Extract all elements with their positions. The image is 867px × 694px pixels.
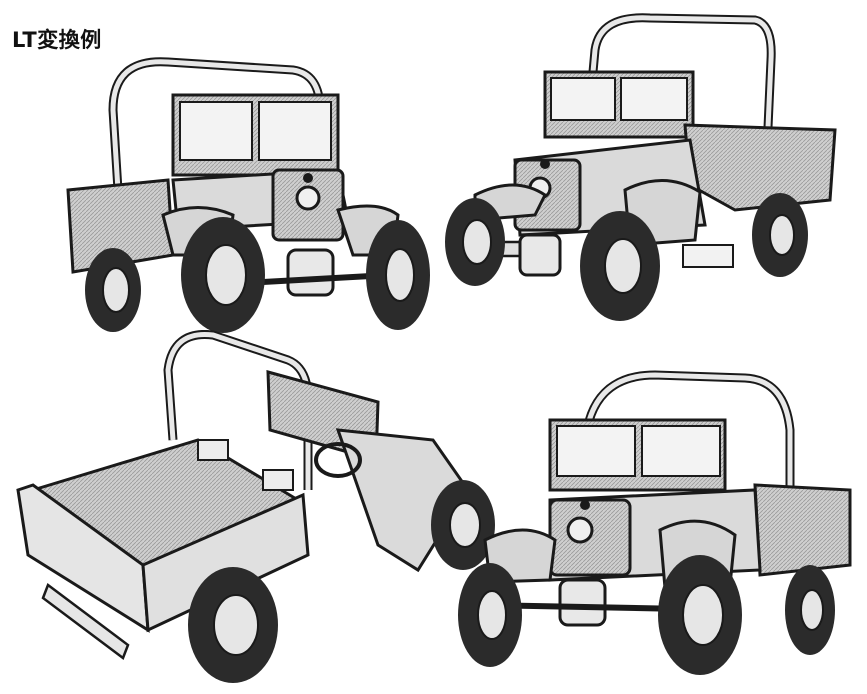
tire-front-left [181, 217, 265, 333]
cargo-bed [683, 123, 837, 212]
tire-front-left [458, 563, 522, 667]
truck-view-top-rear [8, 330, 498, 690]
tire-rear [85, 248, 141, 332]
truck-view-front-left [455, 370, 860, 690]
tire-rear [785, 565, 835, 655]
truck-view-rear-left [58, 40, 438, 340]
page-title: LT変換例 [12, 28, 102, 52]
cargo-bed [753, 483, 852, 577]
tire-front-right [366, 220, 430, 330]
tire-front-right [658, 555, 742, 675]
tire-front-left [445, 198, 505, 286]
truck-view-front-right [435, 10, 860, 330]
tire-front [431, 480, 495, 570]
steering-wheel [314, 442, 362, 478]
tire-front-right [580, 211, 660, 321]
tire-rear [752, 193, 808, 277]
tire-rear [188, 567, 278, 683]
